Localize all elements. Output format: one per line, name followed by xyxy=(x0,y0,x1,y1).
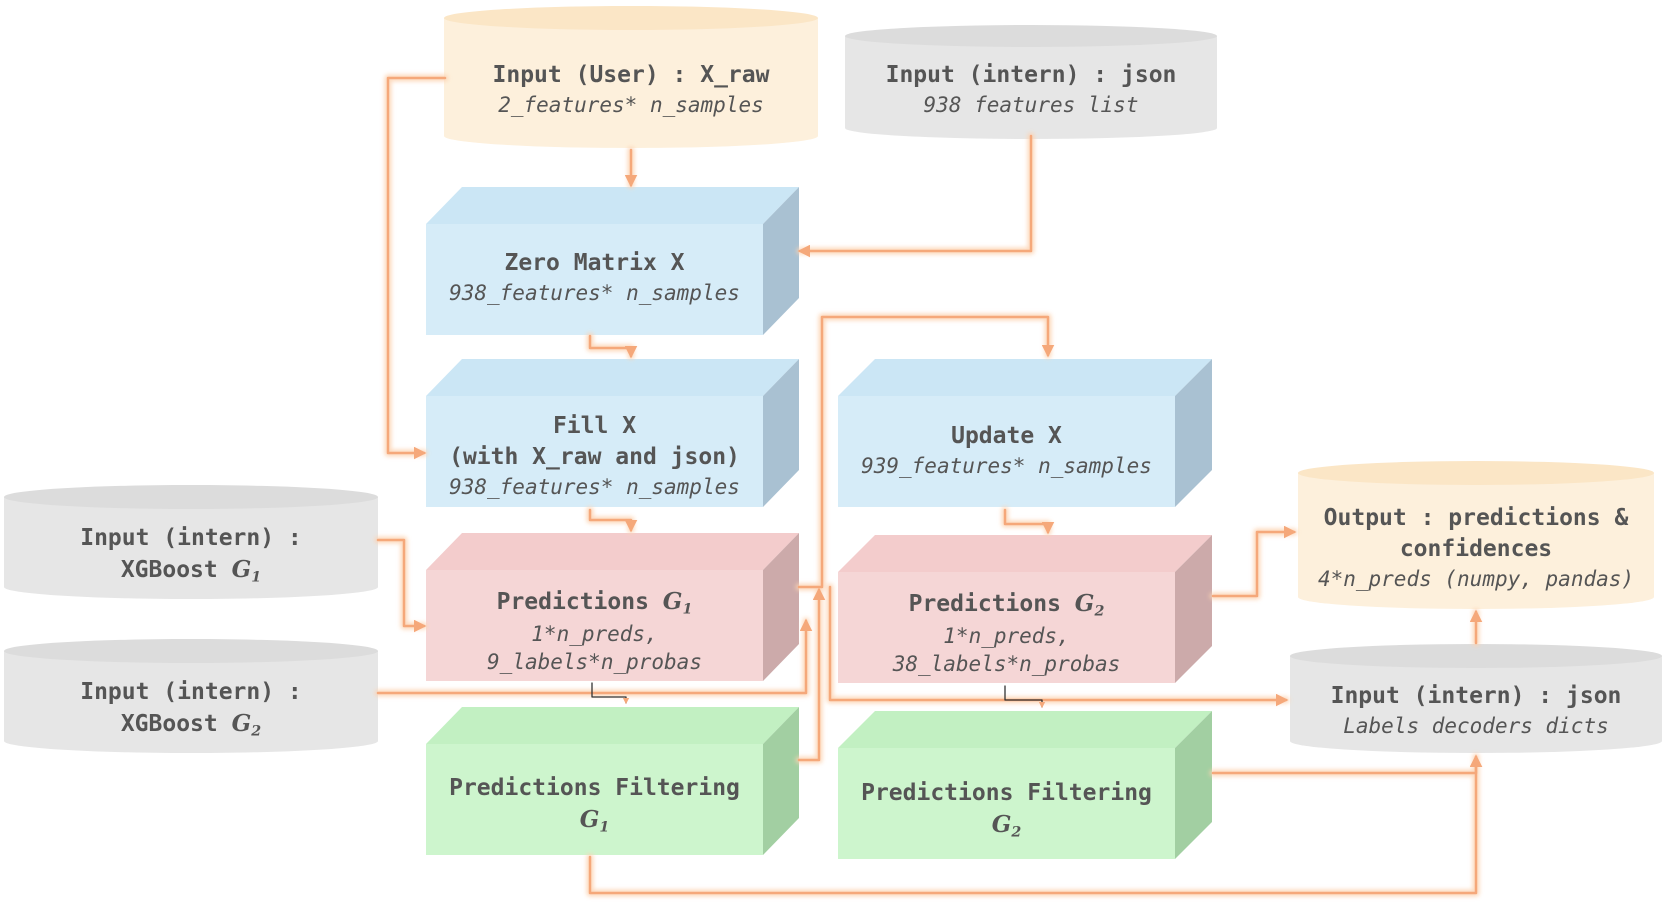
box-zero-matrix xyxy=(426,187,799,335)
box-update-x xyxy=(838,359,1212,507)
cylinder-input-json-decoders xyxy=(1290,644,1662,753)
xgboost-g2-symbol: G2 xyxy=(231,710,262,740)
input-json-decoders-title: Input (intern) : json xyxy=(1330,683,1622,709)
xgboost-g1-title: Input (intern) : xyxy=(80,525,302,551)
zero-matrix-subtitle: 938_features* n_samples xyxy=(449,281,740,306)
update-x-subtitle: 939_features* n_samples xyxy=(861,454,1152,479)
zero-matrix-title: Zero Matrix X xyxy=(504,250,685,276)
output-subtitle: 4*n_preds (numpy, pandas) xyxy=(1317,567,1635,592)
fill-x-title2: (with X_raw and json) xyxy=(449,444,740,471)
label-filtering-g2: Predictions Filtering G2 xyxy=(838,778,1175,843)
input-user-title: Input (User) : X_raw xyxy=(492,62,770,88)
connectors xyxy=(374,74,1483,897)
predictions-g2-symbol: G2 xyxy=(1074,590,1105,620)
xgboost-g2-title2: XGBoost xyxy=(120,711,218,738)
label-fill-x: Fill X (with X_raw and json) 938_feature… xyxy=(426,411,763,501)
label-input-json-features: Input (intern) : json 938 features list xyxy=(845,60,1217,119)
label-predictions-g1: Predictions G1 1*n_preds, 9_labels*n_pro… xyxy=(426,586,763,676)
xgboost-g1-symbol: G1 xyxy=(231,556,262,586)
xgboost-g2-title: Input (intern) : xyxy=(80,679,302,705)
label-xgboost-g1: Input (intern) : XGBoost G1 xyxy=(4,523,378,588)
predictions-g1-symbol: G1 xyxy=(662,588,693,618)
cylinder-output xyxy=(1298,461,1654,609)
box-predictions-g2 xyxy=(838,535,1212,683)
box-predictions-g1 xyxy=(426,533,799,681)
input-json-features-title: Input (intern) : json xyxy=(885,62,1177,88)
predictions-g2-title: Predictions xyxy=(908,591,1061,617)
input-json-decoders-subtitle: Labels decoders dicts xyxy=(1343,714,1609,739)
cylinder-input-user xyxy=(444,6,818,148)
filtering-g2-symbol: G2 xyxy=(991,811,1022,841)
box-filtering-g2 xyxy=(838,711,1212,859)
filtering-g2-title: Predictions Filtering xyxy=(861,780,1152,806)
input-json-features-subtitle: 938 features list xyxy=(923,93,1139,118)
label-input-user: Input (User) : X_raw 2_features* n_sampl… xyxy=(444,60,818,119)
label-xgboost-g2: Input (intern) : XGBoost G2 xyxy=(4,677,378,742)
filtering-g1-symbol: G1 xyxy=(579,806,610,836)
input-user-subtitle: 2_features* n_samples xyxy=(498,93,764,118)
predictions-g1-line1: 1*n_preds, xyxy=(531,621,658,646)
update-x-title: Update X xyxy=(951,423,1062,449)
label-predictions-g2: Predictions G2 1*n_preds, 38_labels*n_pr… xyxy=(838,588,1175,678)
label-input-json-decoders: Input (intern) : json Labels decoders di… xyxy=(1290,681,1662,740)
predictions-g1-title: Predictions xyxy=(496,589,649,615)
output-title: Output : predictions & xyxy=(1323,505,1629,531)
filtering-g1-title: Predictions Filtering xyxy=(449,775,740,801)
label-filtering-g1: Predictions Filtering G1 xyxy=(426,773,763,838)
fill-x-title: Fill X xyxy=(552,413,637,439)
output-title2: confidences xyxy=(1399,536,1553,563)
fill-x-subtitle: 938_features* n_samples xyxy=(449,475,740,500)
label-update-x: Update X 939_features* n_samples xyxy=(838,421,1175,480)
xgboost-g1-title2: XGBoost xyxy=(120,557,218,584)
predictions-g2-line2: 38_labels*n_probas xyxy=(892,651,1121,676)
predictions-g2-line1: 1*n_preds, xyxy=(943,623,1070,648)
label-zero-matrix: Zero Matrix X 938_features* n_samples xyxy=(426,248,763,307)
cylinder-xgboost-g2 xyxy=(4,639,378,753)
label-output: Output : predictions & confidences 4*n_p… xyxy=(1298,503,1654,593)
box-filtering-g1 xyxy=(426,707,799,855)
cylinder-xgboost-g1 xyxy=(4,485,378,599)
box-fill-x xyxy=(426,359,799,507)
predictions-g1-line2: 9_labels*n_probas xyxy=(487,649,702,674)
cylinder-input-json-features xyxy=(845,25,1217,139)
